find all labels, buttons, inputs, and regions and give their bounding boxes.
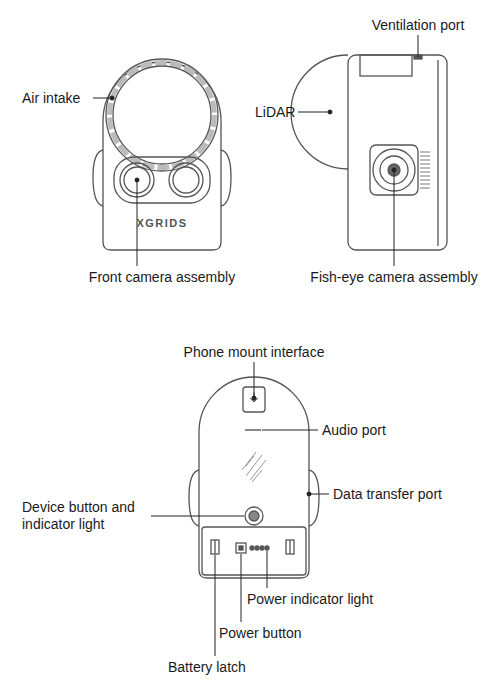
leader-dot <box>135 178 139 182</box>
front-housing <box>103 62 221 250</box>
power-led <box>260 546 264 550</box>
leader-dot <box>110 96 114 100</box>
leader-dot <box>392 168 396 172</box>
leader-line <box>241 554 242 622</box>
leader-line <box>215 555 216 656</box>
leader-line <box>151 516 244 517</box>
part-label: Ventilation port <box>372 17 465 34</box>
leader-dot <box>307 492 311 496</box>
side-bump <box>309 470 319 526</box>
part-label: LiDAR <box>255 104 295 121</box>
device-button-core <box>249 511 259 521</box>
leader-line <box>394 170 395 266</box>
air-intake-outer <box>106 59 218 171</box>
top-housing <box>360 55 412 76</box>
side-bump <box>221 150 231 206</box>
power-led <box>255 546 259 550</box>
part-label: Phone mount interface <box>184 344 325 361</box>
camera-lens-inner <box>173 167 199 193</box>
part-label: Power button <box>219 625 302 642</box>
lidar-dome <box>291 55 348 169</box>
part-label: Fish-eye camera assembly <box>310 269 477 286</box>
battery-pack <box>202 527 306 575</box>
power-button-core <box>239 546 243 550</box>
leader-line <box>418 35 419 57</box>
part-label: Data transfer port <box>333 486 442 503</box>
power-button <box>236 543 246 553</box>
leader-line <box>262 430 318 431</box>
housing-edge <box>437 60 438 246</box>
side-housing <box>348 55 447 250</box>
part-label: Device button and indicator light <box>22 499 150 533</box>
grill-lines <box>420 152 430 188</box>
brand-logo: XGRIDS <box>136 215 187 232</box>
part-label: Audio port <box>322 422 386 439</box>
leader-line <box>267 551 268 588</box>
battery-latch-line <box>214 540 215 554</box>
leader-line <box>93 98 112 99</box>
leader-line <box>298 112 330 113</box>
device-button <box>245 507 263 525</box>
side-bump <box>189 470 199 526</box>
part-label: Air intake <box>22 90 80 107</box>
leader-dot <box>328 110 332 114</box>
battery-latch <box>286 540 294 554</box>
leader-line <box>254 362 255 398</box>
camera-lens <box>169 163 203 197</box>
air-intake-ring <box>110 63 215 168</box>
leader-line <box>309 494 329 495</box>
part-label: Front camera assembly <box>89 269 235 286</box>
power-led <box>265 546 269 550</box>
power-led <box>250 546 254 550</box>
sound-wave-mark <box>242 452 266 482</box>
leader-dot <box>252 396 256 400</box>
back-housing <box>199 377 309 578</box>
camera-bezel <box>114 157 210 203</box>
battery-latch <box>211 540 219 554</box>
lidar-window <box>113 66 211 164</box>
part-label: Battery latch <box>168 659 246 676</box>
audio-port <box>245 429 261 431</box>
side-bump <box>93 150 103 206</box>
part-label: Power indicator light <box>247 591 373 608</box>
battery-latch-line <box>289 540 290 554</box>
